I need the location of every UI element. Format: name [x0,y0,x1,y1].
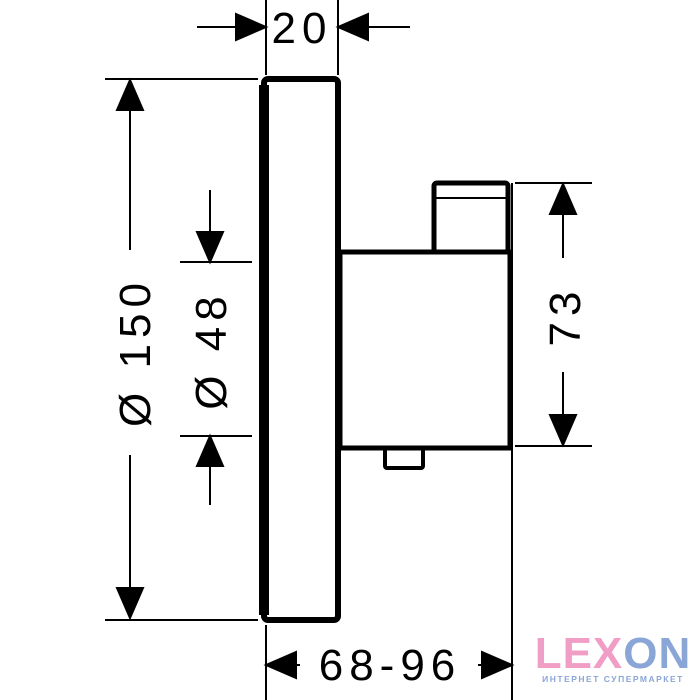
dim-20-label: 20 [272,4,333,53]
dim-150-label: Ø 150 [111,277,160,427]
product-outline [259,76,513,623]
valve-body [337,249,513,451]
dim-73-label: 73 [541,286,590,347]
bottom-nub [383,446,425,470]
dimension-lines [115,12,578,680]
logo-tagline: ИНТЕРНЕТ СУПЕРМАРКЕТ [542,674,684,684]
lexon-logo: LEXON ИНТЕРНЕТ СУПЕРМАРКЕТ [533,632,693,685]
handle-knob [431,180,511,255]
dim-68-96-label: 68-96 [319,641,462,690]
extension-lines [105,0,592,700]
cover-plate [261,76,341,623]
logo-pink-text: LEX [534,629,624,678]
logo-blue-text: ON [623,629,692,678]
dim-48-label: Ø 48 [187,290,236,409]
